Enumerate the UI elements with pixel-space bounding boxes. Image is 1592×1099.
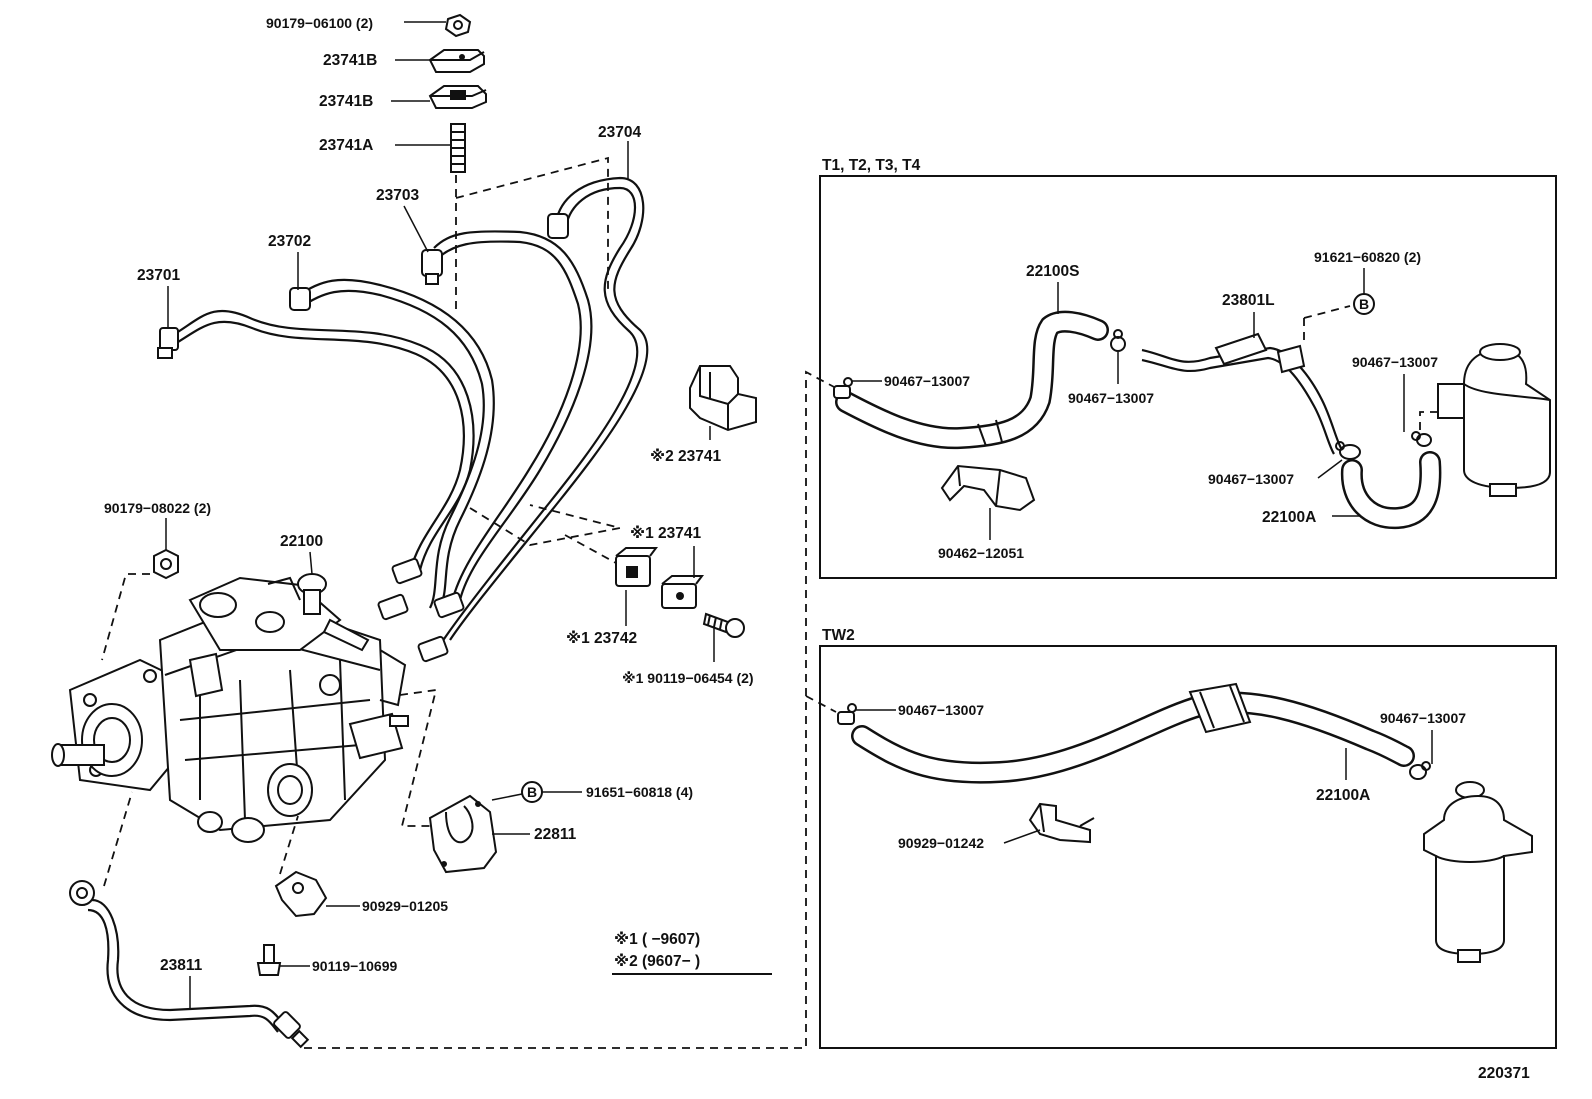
- label-tw-90467-b: 90467−13007: [1380, 710, 1466, 726]
- clamp-23741-type2: [689, 365, 757, 432]
- stud-23741a: [450, 123, 466, 173]
- hose-clamp-t-d: [1411, 431, 1432, 447]
- label-23702: 23702: [268, 233, 311, 250]
- label-23741b-lower: 23741B: [319, 93, 373, 110]
- hose-clamp-t-c: [1335, 441, 1361, 460]
- label-22811: 22811: [534, 826, 577, 843]
- panel-tw-header: TW2: [822, 627, 855, 644]
- label-90929-01205: 90929−01205: [362, 898, 448, 914]
- return-pipe-23811: [69, 880, 310, 1049]
- hose-clamp-tw-a: [837, 703, 857, 725]
- clamp-23741-type1: [661, 575, 704, 609]
- marker-b-91651: B: [521, 781, 543, 803]
- fitting-23702: [289, 287, 311, 311]
- label-22100s: 22100S: [1026, 263, 1079, 280]
- nut-90179-08022: [153, 548, 179, 580]
- hose-clamp-tw-b: [1409, 761, 1431, 780]
- figure-number: 220371: [1478, 1065, 1530, 1082]
- legend-line-1: ※1 ( −9607): [614, 930, 700, 948]
- label-2-23741: ※2 23741: [650, 447, 721, 465]
- label-t-90467-d: 90467−13007: [1352, 354, 1438, 370]
- label-90179-08022: 90179−08022 (2): [104, 500, 211, 516]
- injection-pipes: 23704 23703 23702 23701: [137, 124, 649, 663]
- marker-b-text-t: B: [1359, 296, 1369, 312]
- bracket-90929-01242: [1028, 802, 1095, 844]
- label-90462-12051: 90462−12051: [938, 545, 1024, 561]
- label-23741a: 23741A: [319, 137, 373, 154]
- legend: ※1 ( −9607) ※2 (9607− ): [612, 930, 772, 975]
- bracket-22811: [428, 794, 498, 874]
- label-91621-60820: 91621−60820 (2): [1314, 249, 1421, 265]
- panel-t1-t4: T1, T2, T3, T4: [819, 157, 1557, 579]
- label-t-90467-b: 90467−13007: [1068, 390, 1154, 406]
- label-23704: 23704: [598, 124, 641, 141]
- bracket-90462-12051: [940, 464, 1036, 512]
- clamp-23742: [615, 547, 658, 587]
- fitting-23703: [421, 249, 443, 285]
- nut-90179-06100: [444, 13, 472, 38]
- legend-line-2: ※2 (9607− ): [614, 952, 700, 970]
- label-23741b-upper: 23741B: [323, 52, 377, 69]
- label-23811: 23811: [160, 957, 203, 974]
- fuel-filter-tw: [1423, 781, 1533, 963]
- panel-t-header: T1, T2, T3, T4: [822, 157, 921, 174]
- bolt-90119-06454: [702, 612, 745, 638]
- fitting-23701: [157, 327, 179, 359]
- hose-clamp-t-a: [833, 377, 853, 399]
- label-t-22100a: 22100A: [1262, 509, 1316, 526]
- label-23701: 23701: [137, 267, 180, 284]
- label-1-23742: ※1 23742: [566, 629, 637, 647]
- label-91651-60818: 91651−60818 (4): [586, 784, 693, 800]
- label-90179-06100: 90179−06100 (2): [266, 15, 373, 31]
- label-tw-90929-01242: 90929−01242: [898, 835, 984, 851]
- label-t-90467-c: 90467−13007: [1208, 471, 1294, 487]
- panel-tw2: TW2 90467−13007 9046: [819, 627, 1557, 1049]
- clamp-parts: ※2 23741 ※1 23741 ※1 23742 ※1 90119−0645…: [566, 365, 757, 686]
- clip-90929-01205: [274, 870, 328, 918]
- label-1-23741: ※1 23741: [630, 524, 701, 542]
- label-23703: 23703: [376, 187, 419, 204]
- top-hardware-stack: 90179−06100 (2) 23741B 23741B 23741A: [266, 13, 487, 173]
- fitting-23704: [547, 213, 569, 239]
- label-22100: 22100: [280, 533, 323, 550]
- label-90119-10699: 90119−10699: [312, 958, 397, 974]
- bolt-90119-10699: [256, 944, 282, 976]
- hose-clamp-t-b: [1110, 329, 1126, 352]
- label-tw-90467-a: 90467−13007: [898, 702, 984, 718]
- clamp-23741b-upper: [428, 49, 485, 73]
- marker-b-91621: B: [1353, 293, 1375, 315]
- fuel-filter-t: [1437, 343, 1551, 497]
- clamp-23741b-lower: [428, 85, 487, 109]
- label-t-90467-a: 90467−13007: [884, 373, 970, 389]
- label-tw-22100a: 22100A: [1316, 787, 1370, 804]
- label-1-90119-06454: ※1 90119−06454 (2): [622, 670, 754, 686]
- injection-pump-22100: [51, 573, 409, 843]
- label-23801l: 23801L: [1222, 292, 1275, 309]
- marker-b-text: B: [527, 784, 537, 800]
